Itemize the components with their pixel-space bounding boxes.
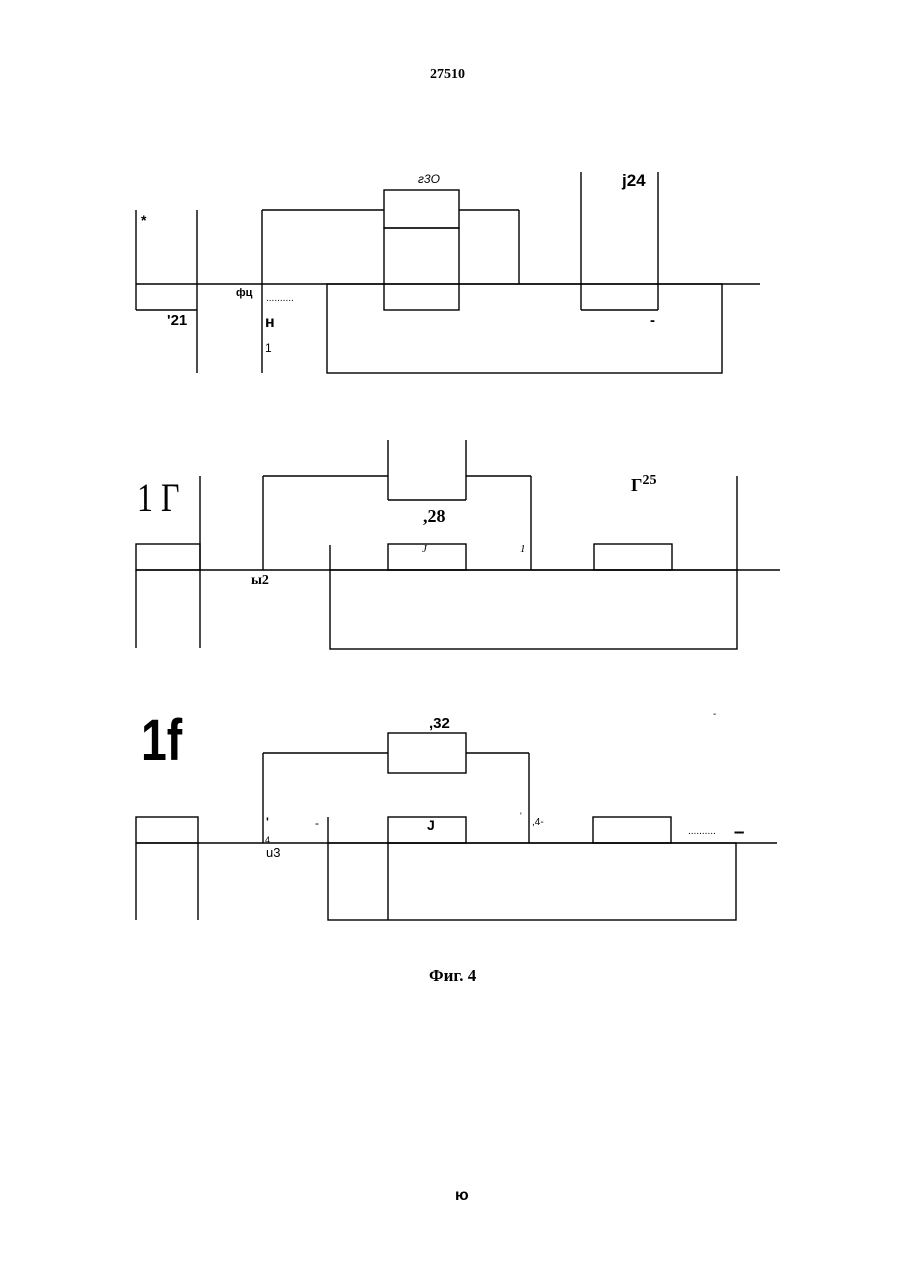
label-star: * (141, 213, 146, 227)
figure-caption: Фиг. 4 (429, 967, 476, 984)
label-phi: фц (236, 288, 252, 299)
label-g25-sup: 25 (642, 473, 656, 488)
label-j: J (427, 818, 435, 832)
pulse-30-lower (384, 228, 459, 310)
label-4: ,4- (532, 818, 544, 828)
left-block-3 (136, 817, 198, 843)
lower-frame-3 (328, 843, 736, 920)
left-block-2 (136, 544, 200, 570)
label-dash-1: - (650, 313, 655, 328)
small-block-3b (593, 817, 671, 843)
label-g25-letter: Г (631, 475, 642, 495)
lower-frame-2 (330, 570, 737, 649)
label-32: ,32 (429, 716, 450, 731)
label-j-small: J (422, 544, 427, 555)
label-u3: u3 (266, 846, 280, 859)
label-tick: ' (266, 816, 269, 828)
label-tick-2: ' (520, 812, 522, 821)
label-dash-3: - (315, 817, 319, 829)
label-n: н (265, 315, 275, 331)
timing-diagram-1 (136, 172, 760, 373)
footer-mark: ю (455, 1188, 469, 1204)
lower-frame-1 (327, 284, 722, 373)
label-small-4: 4 (265, 836, 270, 845)
label-28: ,28 (423, 507, 446, 525)
timing-diagram-3 (136, 733, 777, 920)
small-block-2b (594, 544, 672, 570)
label-g30: г3О (418, 173, 440, 185)
label-g25: Г25 (631, 474, 656, 494)
pulse-30-upper (384, 190, 459, 228)
label-y2: ы2 (251, 574, 269, 588)
small-block-2a (388, 544, 466, 570)
figure-mark-3: 1f (141, 712, 182, 770)
timing-diagram-2 (136, 440, 780, 649)
label-one-1: 1 (265, 342, 272, 354)
label-one-small: 1 (520, 544, 526, 555)
label-dots-1: .......... (266, 294, 294, 304)
figure-mark-2: 1 Г (137, 478, 180, 518)
pulse-32 (388, 733, 466, 773)
label-squares: ▪▪▪▪▪ (734, 829, 743, 837)
label-dots-3: .......... (688, 827, 716, 837)
label-21: '21 (167, 313, 187, 328)
label-j24: j24 (622, 172, 646, 189)
label-top-dash: - (713, 710, 716, 720)
